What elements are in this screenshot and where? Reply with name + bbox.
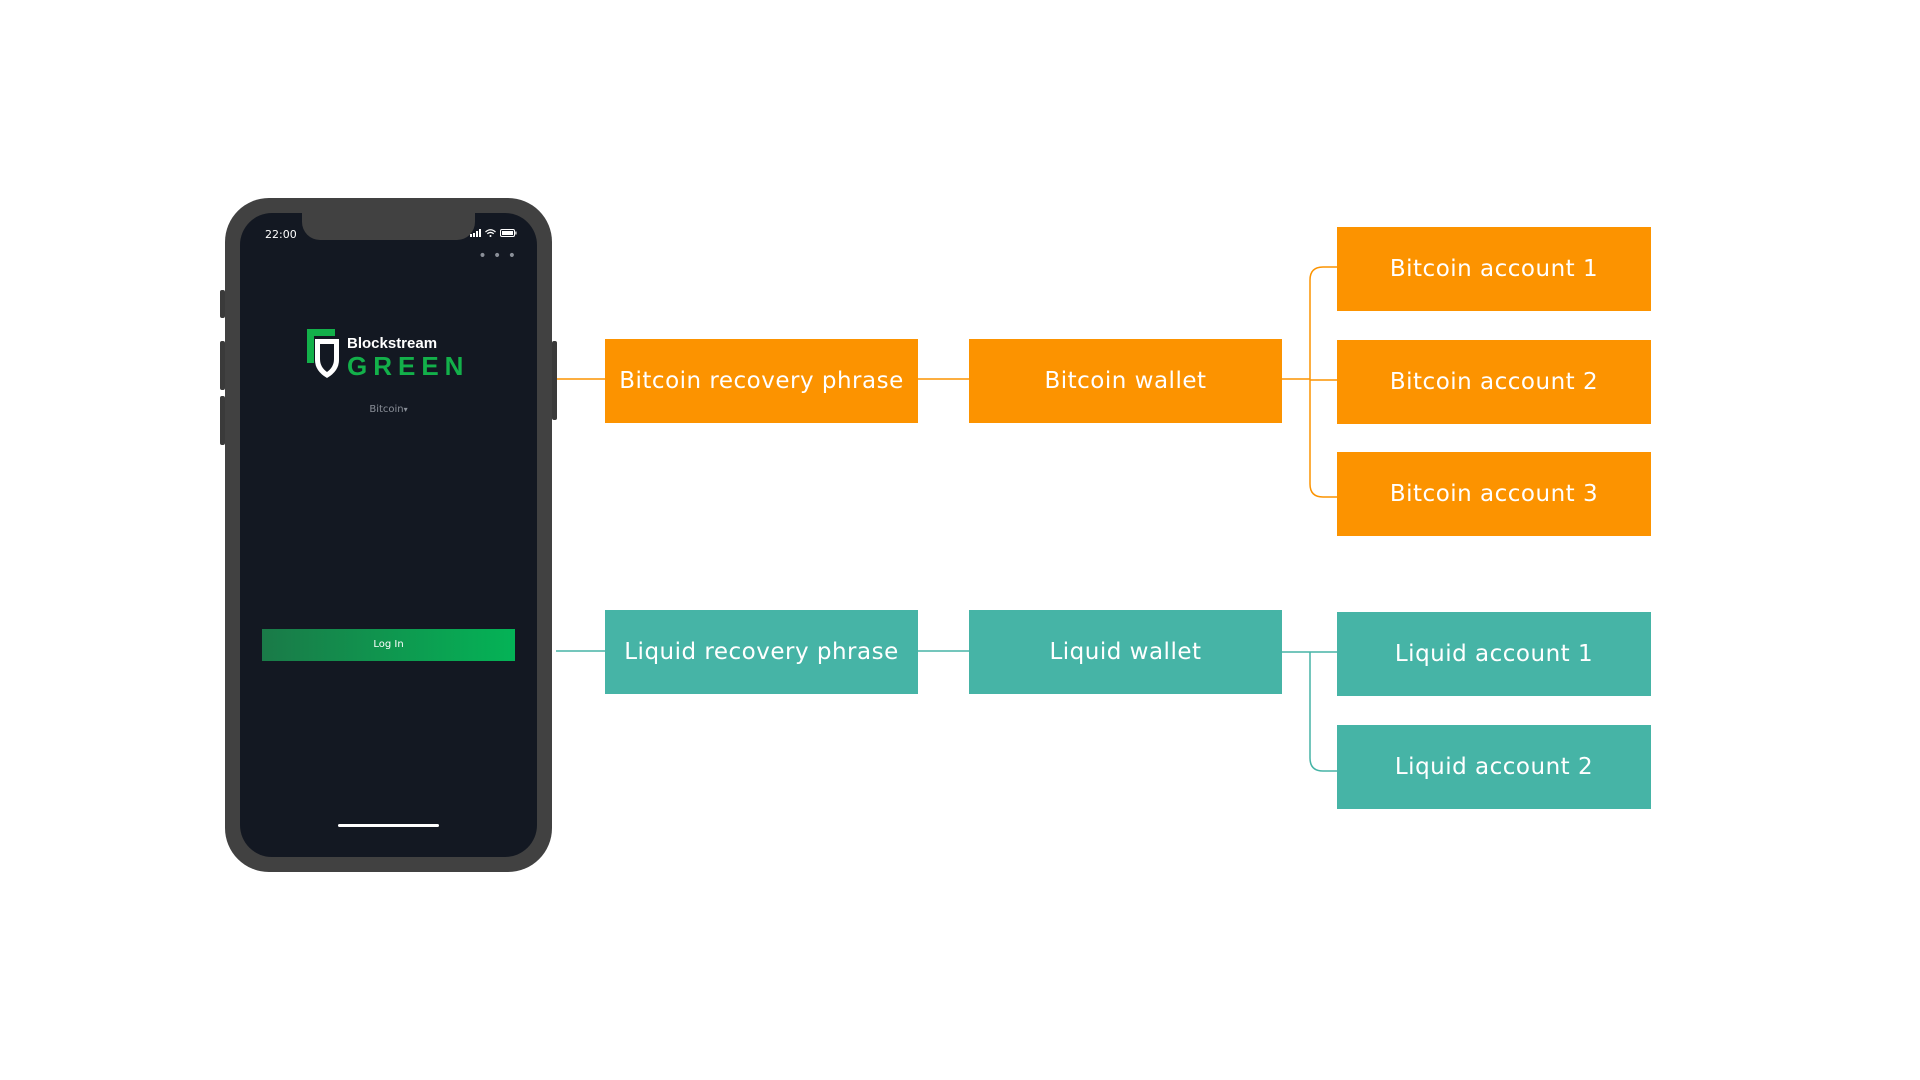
more-icon[interactable]: • • • <box>478 248 517 264</box>
logo-product-text: GREEN <box>347 351 470 381</box>
bitcoin-account-1-node: Bitcoin account 1 <box>1337 227 1651 311</box>
blockstream-green-logo: Blockstream GREEN <box>305 327 469 381</box>
bitcoin-recovery-phrase-node: Bitcoin recovery phrase <box>605 339 918 423</box>
status-icons <box>470 229 517 237</box>
connector-bitcoin-branch <box>1309 266 1337 498</box>
phone-volume-up-button <box>220 341 225 390</box>
network-select-label: Bitcoin <box>369 404 404 415</box>
phone-screen: 22:00 <box>240 213 537 857</box>
battery-icon <box>500 229 517 237</box>
signal-icon <box>470 229 481 237</box>
bitcoin-wallet-node: Bitcoin wallet <box>969 339 1282 423</box>
wifi-icon <box>485 229 496 237</box>
bitcoin-account-3-node: Bitcoin account 3 <box>1337 452 1651 536</box>
liquid-recovery-phrase-node: Liquid recovery phrase <box>605 610 918 694</box>
phone-mockup: 22:00 <box>220 198 557 872</box>
liquid-account-1-node: Liquid account 1 <box>1337 612 1651 696</box>
status-time: 22:00 <box>265 228 297 241</box>
bitcoin-account-2-node: Bitcoin account 2 <box>1337 340 1651 424</box>
shield-logo-icon <box>307 329 339 378</box>
phone-volume-down-button <box>220 396 225 445</box>
login-button[interactable]: Log In <box>262 629 515 661</box>
logo-brand-text: Blockstream <box>347 335 438 352</box>
phone-silent-switch <box>220 290 225 318</box>
network-select[interactable]: Bitcoin▾ <box>240 404 537 415</box>
phone-power-button <box>552 341 557 420</box>
liquid-account-2-node: Liquid account 2 <box>1337 725 1651 809</box>
chevron-down-icon: ▾ <box>403 405 408 414</box>
liquid-wallet-node: Liquid wallet <box>969 610 1282 694</box>
phone-notch <box>302 213 475 240</box>
connector-liquid-branch <box>1309 651 1337 772</box>
home-indicator <box>338 824 439 827</box>
